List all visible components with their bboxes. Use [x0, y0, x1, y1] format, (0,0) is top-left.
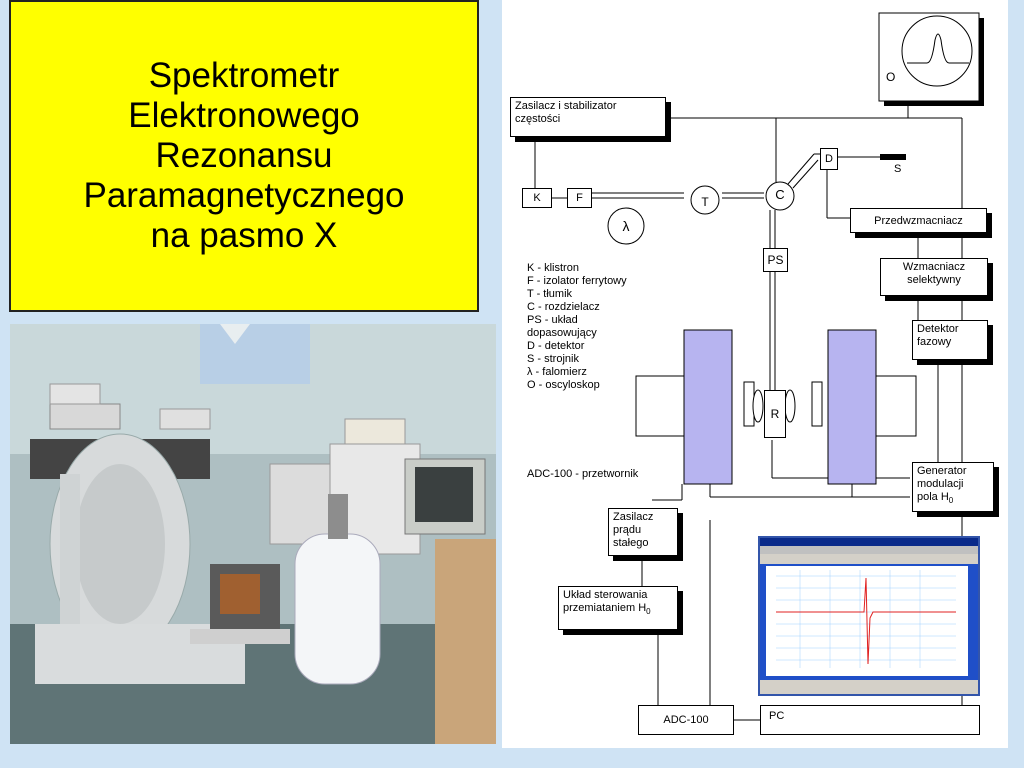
modulation-generator-line-2: modulacji: [917, 478, 964, 490]
software-screenshot-illustration: [760, 538, 978, 694]
detector-box: D: [820, 148, 838, 170]
klystron-label: K: [533, 192, 541, 204]
title-line-4: Paramagnetycznego: [83, 176, 405, 215]
isolator-box: F: [567, 188, 592, 208]
splitter-circle: [765, 181, 795, 211]
pc-box: PC: [760, 705, 980, 735]
resonator-box: R: [764, 390, 786, 438]
adc-note: ADC-100 - przetwornik: [527, 468, 639, 480]
wavemeter-label: λ: [622, 218, 630, 234]
legend-item: D - detektor: [527, 340, 585, 352]
oscilloscope-screen: [901, 15, 973, 87]
block-diagram: Zasilacz i stabilizator częstości K F λ …: [502, 0, 1008, 748]
title-line-2: Elektronowego: [128, 96, 360, 135]
attenuator-label-box: T: [695, 193, 715, 211]
sweep-control-subscript: 0: [646, 607, 651, 617]
current-supply-box: Zasilacz prądu stałego: [608, 508, 678, 556]
wavemeter-label-box: λ: [612, 214, 640, 238]
legend-item: K - klistron: [527, 262, 579, 274]
legend-item: C - rozdzielacz: [527, 301, 600, 313]
power-supply-line-1: Zasilacz i stabilizator: [515, 100, 617, 112]
software-screenshot: [758, 536, 980, 696]
sweep-control-line-2: przemiataniem H0: [563, 602, 673, 618]
power-supply-line-2: częstości: [515, 113, 561, 125]
power-supply-box: Zasilacz i stabilizator częstości: [510, 97, 666, 137]
magnet-yoke-left: [635, 375, 685, 437]
splitter-label: C: [775, 186, 785, 202]
current-supply-line-3: stałego: [613, 537, 649, 549]
resonator-label: R: [770, 407, 780, 421]
modulation-generator-box: Generator modulacji pola H0: [912, 462, 994, 512]
legend-item: O - oscyloskop: [527, 379, 600, 391]
preamp-box: Przedwzmacniacz: [850, 208, 987, 233]
current-supply-line-2: prądu: [613, 524, 642, 536]
magnet-pole-left: [683, 329, 733, 485]
title-line-5: na pasmo X: [150, 216, 338, 255]
legend: K - klistron F - izolator ferrytowy T - …: [527, 262, 627, 392]
modulation-generator-line-1: Generator: [917, 465, 967, 477]
selective-amp-line-1: Wzmacniacz: [902, 261, 966, 273]
preamp-label: Przedwzmacniacz: [874, 214, 963, 227]
legend-item: PS - układ: [527, 314, 578, 326]
oscilloscope-trace: [907, 33, 969, 64]
klystron-box: K: [522, 188, 552, 208]
lab-photo-illustration: [10, 324, 496, 744]
legend-item: dopasowujący: [527, 327, 597, 339]
sweep-control-box: Układ sterowania przemiataniem H0: [558, 586, 678, 630]
selective-amp-box: Wzmacniacz selektywny: [880, 258, 988, 296]
splitter-label-box: C: [770, 185, 790, 203]
lab-photo: [10, 324, 496, 744]
pc-label: PC: [769, 710, 785, 722]
isolator-label: F: [576, 192, 583, 204]
legend-item: T - tłumik: [527, 288, 573, 300]
matching-label: PS: [767, 253, 784, 267]
title-box: Spektrometr Elektronowego Rezonansu Para…: [9, 0, 479, 312]
legend-item: λ - falomierz: [527, 366, 587, 378]
phase-detector-line-2: fazowy: [917, 336, 952, 348]
modulation-generator-line-3-text: pola H: [917, 491, 949, 503]
phase-detector-line-1: Detektor: [917, 323, 959, 335]
current-supply-line-1: Zasilacz: [613, 511, 654, 523]
selective-amp-line-2: selektywny: [907, 274, 961, 286]
diagram-wires: [534, 12, 984, 729]
attenuator-circle: [690, 185, 720, 215]
modulation-generator-subscript: 0: [948, 496, 954, 506]
title-line-1: Spektrometr: [148, 56, 340, 95]
title-line-3: Rezonansu: [155, 136, 333, 175]
matching-box: PS: [763, 248, 788, 272]
magnet-pole-right: [827, 329, 877, 485]
adc-label: ADC-100: [663, 714, 709, 726]
tuner-bar: [880, 154, 906, 160]
sweep-control-line-1: Układ sterowania: [563, 589, 648, 601]
adc-box: ADC-100: [638, 705, 734, 735]
attenuator-label: T: [701, 195, 709, 209]
oscilloscope-label: O: [886, 70, 896, 84]
wavemeter-circle: [607, 207, 645, 245]
detector-label: D: [825, 153, 833, 165]
sweep-control-line-2-text: przemiataniem H: [563, 602, 647, 614]
tuner-label: S: [894, 163, 902, 175]
legend-item: F - izolator ferrytowy: [527, 275, 627, 287]
legend-item: S - strojnik: [527, 353, 579, 365]
phase-detector-box: Detektor fazowy: [912, 320, 988, 360]
modulation-generator-line-3: pola H0: [917, 491, 989, 507]
